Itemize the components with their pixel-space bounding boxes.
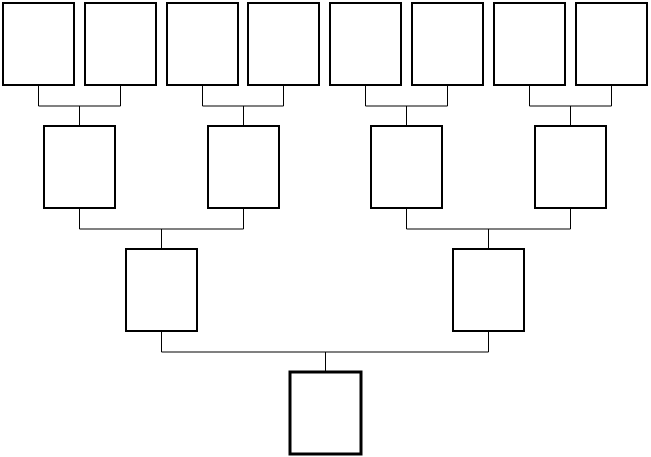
grandparent-box-frame	[534, 125, 607, 209]
grandparent-box	[43, 125, 116, 209]
parent-box	[125, 248, 198, 332]
parent-box-frame	[125, 248, 198, 332]
parent-box	[452, 248, 525, 332]
grandparent-box	[207, 125, 280, 209]
ancestor-box	[166, 2, 239, 86]
root-person-box-frame	[288, 370, 363, 456]
ancestor-box-frame	[493, 2, 566, 86]
connector-lines	[38, 85, 612, 372]
ancestor-box-frame	[84, 2, 157, 86]
grandparent-box-frame	[370, 125, 443, 209]
grandparent-box	[370, 125, 443, 209]
grandparent-box-frame	[207, 125, 280, 209]
ancestor-box	[493, 2, 566, 86]
ancestor-box	[329, 2, 402, 86]
ancestor-box	[575, 2, 648, 86]
grandparent-box	[534, 125, 607, 209]
parent-box-frame	[452, 248, 525, 332]
ancestor-box	[2, 2, 75, 86]
ancestor-box-frame	[575, 2, 648, 86]
ancestor-box	[247, 2, 320, 86]
ancestor-box-frame	[329, 2, 402, 86]
ancestor-box	[84, 2, 157, 86]
ancestor-box	[411, 2, 484, 86]
ancestor-box-frame	[2, 2, 75, 86]
ancestor-box-frame	[166, 2, 239, 86]
grandparent-box-frame	[43, 125, 116, 209]
root-person-box	[288, 370, 363, 456]
ancestor-box-frame	[247, 2, 320, 86]
ancestor-box-frame	[411, 2, 484, 86]
